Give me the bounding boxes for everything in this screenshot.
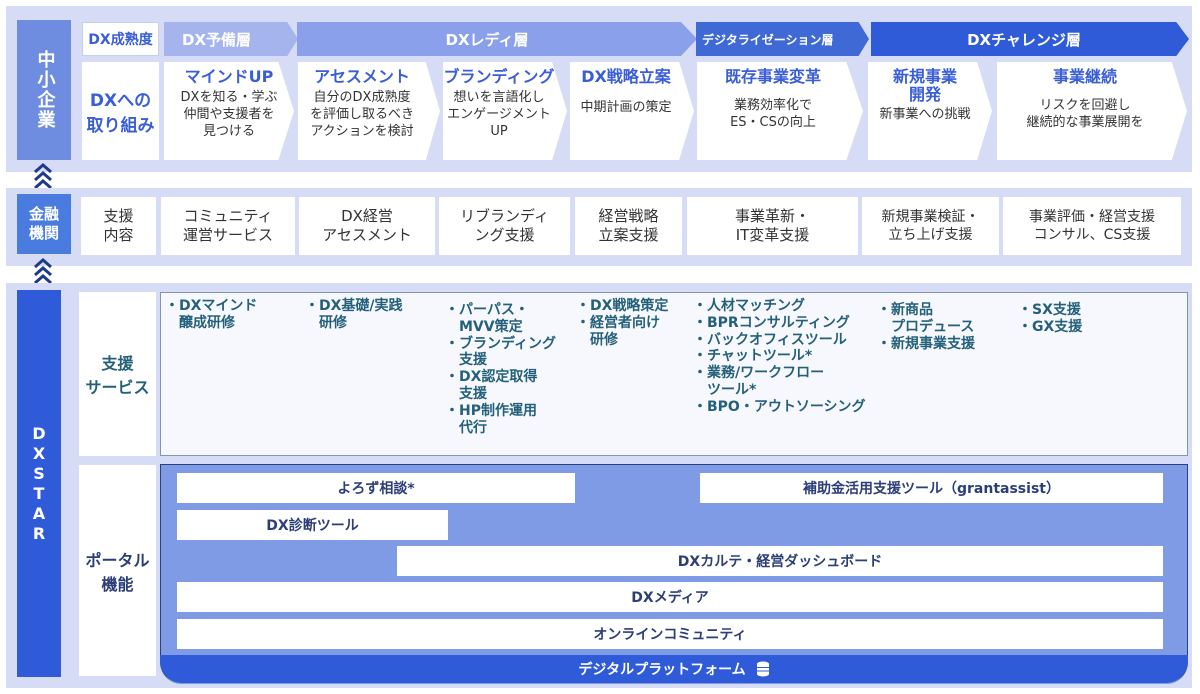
- services-panel: [160, 292, 1188, 456]
- stage-dx-strategy: DX戦略立案 中期計画の策定: [570, 62, 694, 160]
- digital-platform-label: デジタルプラットフォーム: [578, 662, 746, 678]
- stage-desc: 自分のDX成熟度 を評価し取るべき アクションを検討: [309, 90, 414, 140]
- stage-desc: 想いを言語化し エンゲージメント UP: [447, 90, 551, 140]
- service-group-operations: ・人材マッチング ・BPRコンサルティング ・バックオフィスツール ・チャットツ…: [693, 298, 866, 415]
- finance-label-line2: 機関: [28, 224, 59, 242]
- portal-header: ポータル 機能: [79, 465, 156, 676]
- dxstar-label-text: DXSTAR: [29, 423, 49, 544]
- stage-branding: ブランディング 想いを言語化し エンゲージメント UP: [443, 62, 567, 160]
- finance-item-dx-assessment: DX経営 アセスメント: [299, 197, 435, 255]
- sme-label: 中小企業: [17, 20, 71, 160]
- stage-desc: リスクを回避し 継続的な事業展開を: [1026, 98, 1144, 131]
- database-icon: [756, 661, 770, 677]
- layer-dx-prep: DX予備層: [164, 22, 298, 56]
- approach-label-line1: DXへの: [89, 91, 152, 111]
- stage-new-business: 新規事業 開発 新事業への挑戦: [868, 62, 992, 160]
- finance-item-strategy: 経営戦略 立案支援: [575, 197, 682, 255]
- maturity-header-text: DX成熟度: [88, 32, 153, 48]
- layer-dx-challenge-label: DXチャレンジ層: [967, 31, 1081, 49]
- stage-title: ブランディング: [443, 67, 555, 86]
- portal-diagnosis-tool[interactable]: DX診断ツール: [177, 510, 448, 540]
- service-group-new-business: ・新商品 プロデュース ・新規事業支援: [877, 302, 975, 352]
- portal-consultation[interactable]: よろず相談*: [177, 473, 575, 503]
- portal-grant-tool[interactable]: 補助金活用支援ツール（grantassist）: [700, 473, 1163, 503]
- stage-desc: 新事業への挑戦: [879, 106, 971, 122]
- finance-label-line1: 金融: [28, 205, 59, 224]
- stage-existing-business: 既存事業変革 業務効率化で ES・CSの向上: [697, 62, 863, 160]
- finance-header: 支援 内容: [81, 197, 156, 255]
- service-group-sx-gx: ・SX支援 ・GX支援: [1018, 302, 1083, 335]
- portal-karte-dashboard[interactable]: DXカルテ・経営ダッシュボード: [397, 546, 1163, 576]
- service-group-mind: ・DXマインド 醸成研修: [165, 298, 258, 331]
- finance-item-community: コミュニティ 運営サービス: [161, 197, 295, 255]
- finance-label: 金融 機関: [17, 194, 71, 254]
- portal-community[interactable]: オンラインコミュニティ: [177, 619, 1163, 649]
- stage-desc: 業務効率化で ES・CSの向上: [730, 98, 816, 131]
- service-group-basics: ・DX基礎/実践 研修: [305, 298, 403, 331]
- layer-digitalization: デジタライゼーション層: [696, 22, 869, 56]
- stage-title: 事業継続: [1052, 67, 1117, 86]
- services-header: 支援 サービス: [79, 292, 156, 456]
- layer-dx-challenge: DXチャレンジ層: [871, 22, 1189, 56]
- maturity-header: DX成熟度: [82, 22, 159, 56]
- digital-platform-bar: デジタルプラットフォーム: [160, 655, 1188, 683]
- layer-dx-ready: DXレディ層: [297, 22, 697, 56]
- stage-title: 既存事業変革: [724, 67, 821, 86]
- service-group-strategy: ・DX戦略策定 ・経営者向け 研修: [576, 298, 669, 348]
- finance-item-rebranding: リブランディ ング支援: [439, 197, 570, 255]
- approach-label-line2: 取り組み: [86, 116, 155, 136]
- stage-title: DX戦略立案: [581, 67, 671, 86]
- service-group-branding: ・パーパス・ MVV策定 ・ブランディング 支援 ・DX認定取得 支援 ・HP制…: [445, 302, 557, 436]
- stage-title: 新規事業 開発: [892, 67, 957, 105]
- stage-desc: 中期計画の策定: [580, 100, 672, 116]
- layer-digitalization-label: デジタライゼーション層: [702, 33, 834, 47]
- layer-dx-prep-label: DX予備層: [182, 31, 252, 49]
- stage-title: マインドUP: [184, 67, 274, 86]
- finance-item-it-transformation: 事業革新・ IT変革支援: [687, 197, 858, 255]
- chevron-up-icon: [30, 254, 56, 290]
- finance-item-consulting: 事業評価・経営支援 コンサル、CS支援: [1003, 197, 1181, 255]
- layer-dx-ready-label: DXレディ層: [445, 31, 529, 49]
- stage-mind-up: マインドUP DXを知る・学ぶ 仲間や支援者を 見つける: [164, 62, 294, 160]
- chevron-up-icon: [30, 160, 56, 192]
- sme-label-text: 中小企業: [34, 50, 56, 130]
- portal-media[interactable]: DXメディア: [177, 582, 1163, 612]
- stage-desc: DXを知る・学ぶ 仲間や支援者を 見つける: [180, 90, 278, 140]
- stage-title: アセスメント: [314, 67, 410, 86]
- stage-business-continuity: 事業継続 リスクを回避し 継続的な事業展開を: [997, 62, 1187, 160]
- finance-item-new-business: 新規事業検証・ 立ち上げ支援: [862, 197, 999, 255]
- stage-assessment: アセスメント 自分のDX成熟度 を評価し取るべき アクションを検討: [298, 62, 440, 160]
- dxstar-label: DXSTAR: [17, 290, 61, 677]
- approach-label: DXへの 取り組み: [82, 62, 159, 160]
